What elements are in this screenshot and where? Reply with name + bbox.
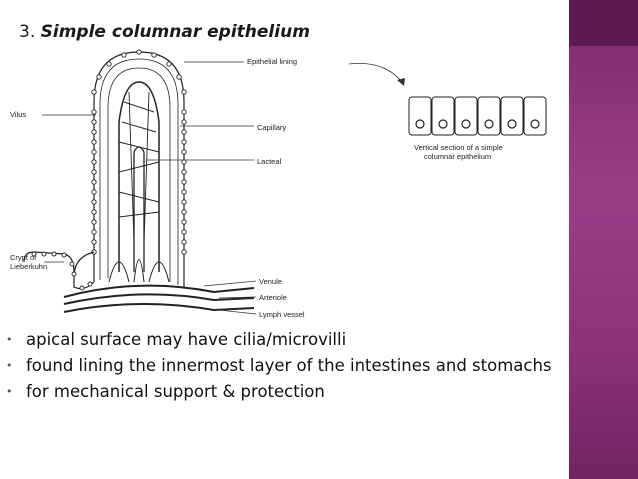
villus-diagram: Epithelial lining Vilus Capillary Lactea… [10,49,547,319]
label-lacteal: Lacteal [257,157,282,166]
label-leader-lines [42,61,257,315]
bullet-dot-icon: • [6,359,13,372]
title-number: 3. [19,22,36,42]
bullet-item: • found lining the innermost layer of th… [6,356,586,376]
label-lymph-vessel: Lymph vessel [259,310,305,319]
title-text: Simple columnar epithelium [40,22,310,42]
label-epithelial-lining: Epithelial lining [247,57,297,66]
bullet-item: • for mechanical support & protection [6,382,586,402]
caption-line2: columnar epithelium [424,152,491,161]
bullet-text: for mechanical support & protection [26,382,325,401]
bullet-dot-icon: • [6,333,13,346]
slide-title: 3. Simple columnar epithelium [19,22,310,42]
caption-line1: Vertical section of a simple [414,143,503,152]
bullet-item: • apical surface may have cilia/microvil… [6,330,586,350]
villus-illustration [23,49,255,313]
label-arteriole: Arteriole [259,293,287,302]
label-crypt-line2: Lieberkuhn [10,262,47,271]
label-crypt-line1: Crypt of [10,253,37,262]
label-venule: Venule [259,277,282,286]
label-vilus: Vilus [10,110,26,119]
bullet-text: found lining the innermost layer of the … [26,356,552,375]
label-capillary: Capillary [257,123,286,132]
bullet-text: apical surface may have cilia/microvilli [26,330,347,349]
arrow-head-icon [397,78,405,86]
bullet-dot-icon: • [6,385,13,398]
decorative-sidebar [569,0,638,479]
decorative-sidebar-cap [569,0,638,46]
pointer-arrow [348,63,403,83]
columnar-cells [408,96,547,136]
bullet-list: • apical surface may have cilia/microvil… [6,330,586,408]
